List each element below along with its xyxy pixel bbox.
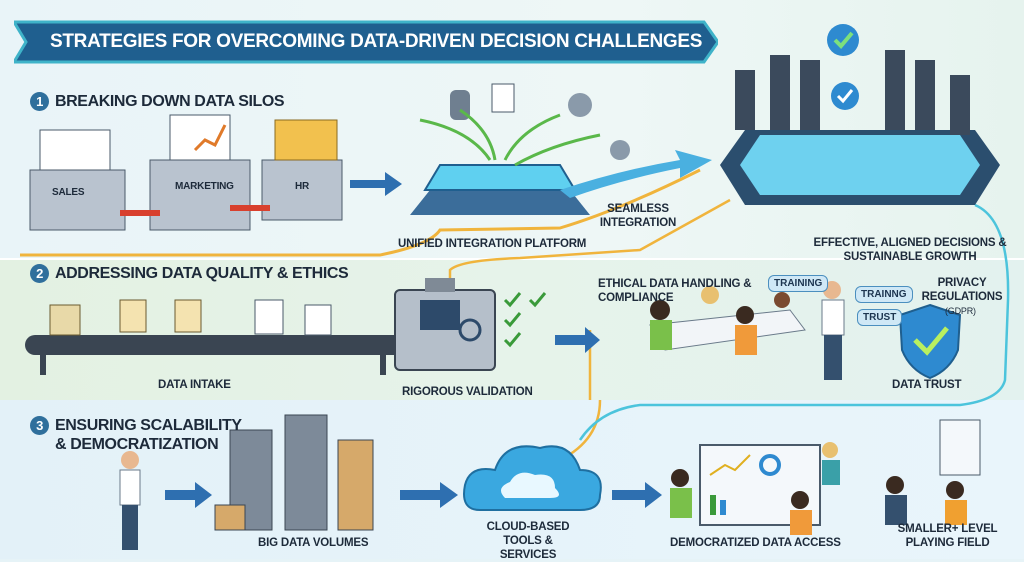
step-number: 3 [30,416,49,435]
intake-label: DATA INTAKE [158,379,231,391]
flow-line-cyan [578,203,1010,441]
team-at-desk-icon [649,286,806,355]
access-label: DEMOCRATIZED DATA ACCESS [670,537,841,549]
platform-label: UNIFIED INTEGRATION PLATFORM [398,238,587,250]
validation-label: RIGOROUS VALIDATION [402,386,533,398]
flow-line-yellow [20,168,701,257]
users-icon [670,442,840,535]
conveyor-belt-icon [25,335,405,375]
trust-bubble: TRUST [857,309,903,326]
silo-label-sales: SALES [52,187,85,198]
integration-platform-icon [410,164,590,215]
server-stack-icon [214,414,374,531]
silo-label-marketing: MARKETING [175,181,234,192]
volumes-label: BIG DATA VOLUMES [258,537,369,549]
team-people-icon [735,50,970,135]
trust-label: DATA TRUST [892,379,962,391]
section-title: BREAKING DOWN DATA SILOS [55,93,285,110]
training-bubble: TRAINING [768,275,829,292]
marketing-building-icon [149,114,251,231]
arrow-icon-5 [612,482,662,508]
checkmark-badge-icon [827,24,859,110]
title-banner: STRATEGIES FOR OVERCOMING DATA-DRIVEN DE… [14,20,718,64]
silo-label-hr: HR [295,181,310,192]
arrow-icon-3 [165,482,212,508]
cloud-icon [463,445,602,511]
training-bubble-2: TRAINNG [855,286,913,303]
cloud-label: CLOUD-BASED TOOLS & SERVICES [486,521,570,561]
section-title: ADDRESSING DATA QUALITY & ETHICS [55,265,349,282]
level-field-icon [885,419,981,525]
flow-line-yellow-2 [448,198,731,300]
privacy-label: PRIVACY REGULATIONS [921,277,1003,303]
outcome-label: EFFECTIVE, ALIGNED DECISIONS & SUSTAINAB… [813,237,1007,263]
flow-line-yellow-3 [559,330,602,462]
sales-building-icon [29,129,126,231]
data-sources-icon [450,83,630,160]
ethics-label: ETHICAL DATA HANDLING & COMPLIANCE [598,278,752,304]
shield-check-icon [898,303,962,380]
field-label: SMALLER+ LEVEL PLAYING FIELD [897,523,998,549]
barrier-icon [120,205,270,216]
arrow-icon-2 [555,327,600,353]
integration-label: SEAMLESS INTEGRATION [599,203,677,229]
arrow-icon-4 [400,482,458,508]
hr-building-icon [261,119,343,221]
section-2-band [0,258,1024,402]
step-number: 2 [30,264,49,283]
section-1-heading: 1 BREAKING DOWN DATA SILOS [30,92,285,111]
validation-machine-icon [394,278,496,371]
page-title: STRATEGIES FOR OVERCOMING DATA-DRIVEN DE… [50,31,703,52]
confused-person-icon [119,451,141,550]
banner-shape [14,20,718,64]
checklist-icon [503,292,547,348]
integration-arrow [560,150,712,198]
meeting-table-icon [720,130,1000,205]
step-number: 1 [30,92,49,111]
input-arrows [419,108,601,167]
section-2-heading: 2 ADDRESSING DATA QUALITY & ETHICS [30,264,349,283]
section-3-heading: 3 ENSURING SCALABILITY & DEMOCRATIZATION [30,416,250,454]
raw-data-documents-icon [49,299,332,336]
privacy-sub-label: (GDPR) [945,306,976,316]
arrow-icon [350,172,402,196]
section-title: ENSURING SCALABILITY & DEMOCRATIZATION [55,417,242,453]
trainer-icon [821,281,845,380]
